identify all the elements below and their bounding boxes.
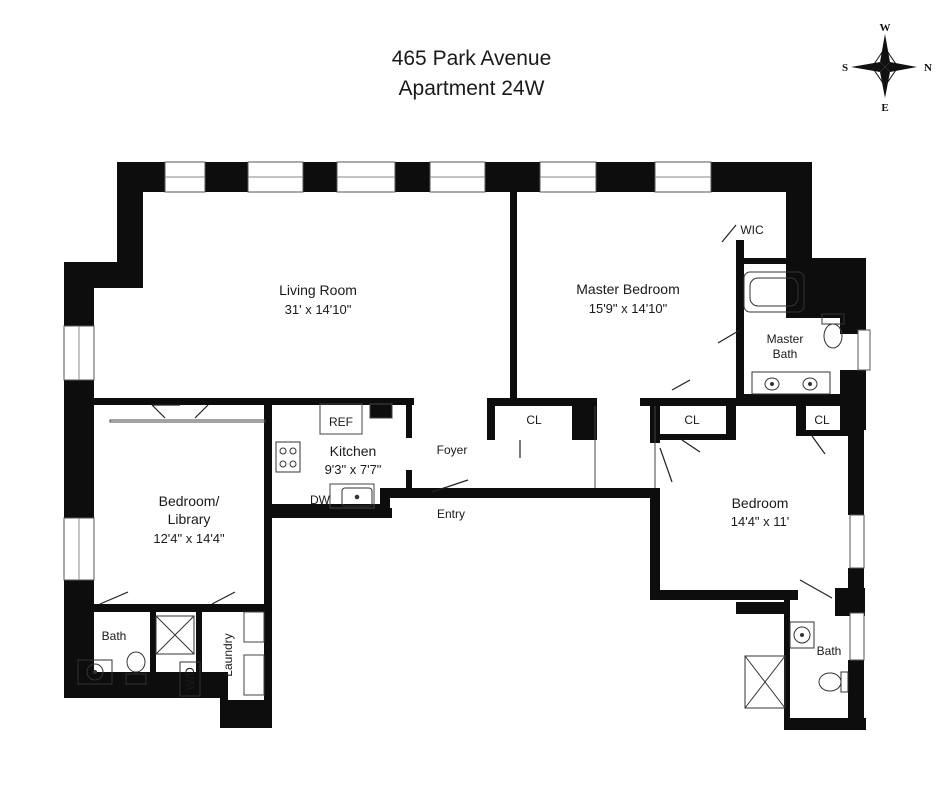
partitions <box>109 403 656 696</box>
laundry-label: Laundry <box>221 633 235 676</box>
wic-label: WIC <box>740 223 764 237</box>
bath-left-label: Bath <box>102 629 127 643</box>
closet-bedroom-label: CL <box>814 413 830 427</box>
compass-w: W <box>880 22 891 34</box>
living-room-dims: 31' x 14'10" <box>285 302 352 317</box>
living-room-label: Living Room <box>279 282 357 298</box>
bedroom-dims: 14'4" x 11' <box>731 514 790 529</box>
address-title: 465 Park Avenue <box>391 47 552 70</box>
compass-n: N <box>924 62 932 74</box>
apartment-title: Apartment 24W <box>398 77 545 100</box>
kitchen-label: Kitchen <box>330 443 377 459</box>
right-shower-icon <box>744 655 786 709</box>
window-panes <box>78 176 711 580</box>
bath-sink-icon <box>77 659 113 685</box>
kitchen-dims: 9'3" x 7'7" <box>325 462 382 477</box>
washer-dryer-icon <box>179 661 201 697</box>
shower-icon <box>155 615 195 655</box>
right-bath-sink-icon <box>789 621 815 649</box>
entry-label: Entry <box>437 507 465 521</box>
foyer-label: Foyer <box>437 443 468 457</box>
bedroom-library-label-1: Bedroom/ <box>159 493 220 509</box>
stove-icon <box>275 441 301 473</box>
doors <box>99 224 833 605</box>
right-toilet-icon <box>818 671 849 693</box>
compass-e: E <box>881 102 888 114</box>
bath-right-label: Bath <box>817 644 842 658</box>
closet-foyer-label: CL <box>526 413 542 427</box>
dw-label: DW <box>310 493 331 507</box>
master-bedroom-label: Master Bedroom <box>576 281 679 297</box>
bathtub-icon <box>743 271 805 313</box>
double-sink-icon <box>751 371 831 395</box>
master-bedroom-dims: 15'9" x 14'10" <box>589 301 668 316</box>
bedroom-library-label-2: Library <box>168 511 211 527</box>
bath-toilet-icon <box>125 651 147 685</box>
interior-walls <box>94 192 848 730</box>
master-bath-label-2: Bath <box>773 347 798 361</box>
bedroom-label: Bedroom <box>732 495 789 511</box>
wd-label: W/D <box>183 667 197 691</box>
compass-s: S <box>842 62 848 74</box>
kitchen-sink-icon <box>341 487 373 507</box>
compass-rose-icon: W E N S <box>842 22 932 114</box>
closet-hall-label: CL <box>684 413 700 427</box>
ref-label: REF <box>329 415 353 429</box>
master-bath-label-1: Master <box>767 332 804 346</box>
toilet-icon <box>821 313 845 349</box>
bedroom-library-dims: 12'4" x 14'4" <box>153 531 225 546</box>
